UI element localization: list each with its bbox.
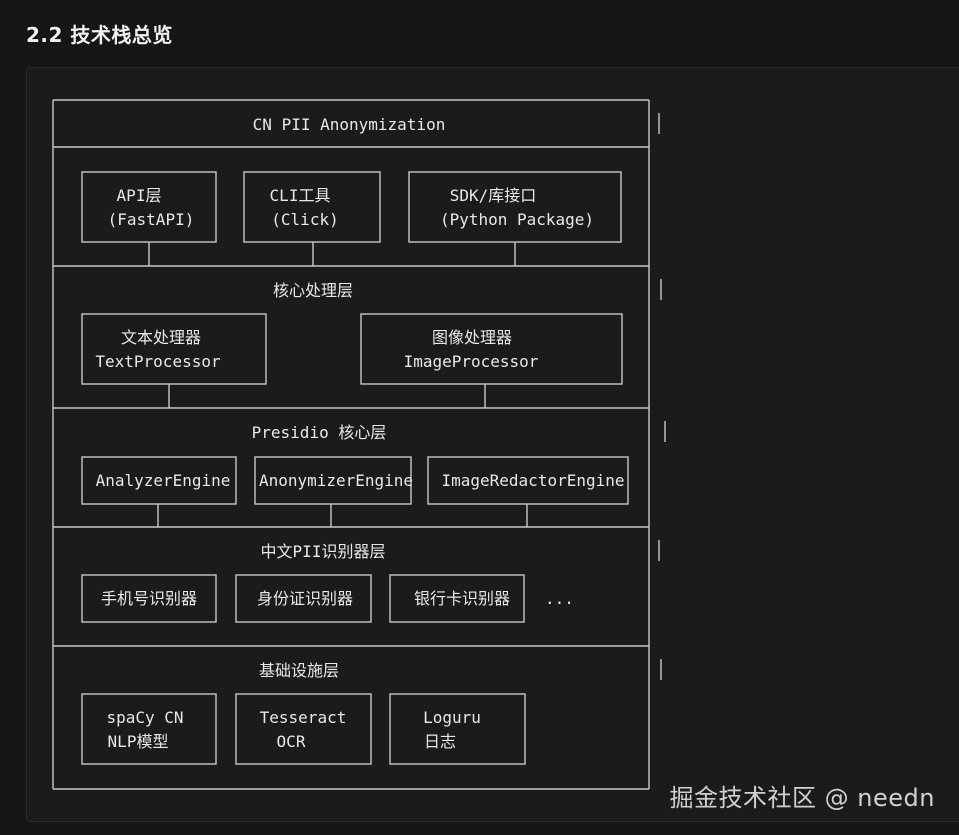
image-processor-label: 图像处理器 bbox=[432, 328, 512, 347]
box-image-redactor-engine: ImageRedactorEngine bbox=[427, 456, 629, 505]
image-redactor-engine-label: ImageRedactorEngine bbox=[441, 471, 624, 490]
box-image-processor: 图像处理器 ImageProcessor bbox=[360, 313, 623, 385]
spacy-label: spaCy CN bbox=[106, 708, 183, 727]
analyzer-engine-label: AnalyzerEngine bbox=[96, 471, 231, 490]
tesseract-label: Tesseract bbox=[260, 708, 347, 727]
sdk-label: SDK/库接口 bbox=[450, 186, 537, 205]
box-loguru: Loguru 日志 bbox=[389, 693, 526, 765]
tesseract-sub: OCR bbox=[277, 732, 306, 751]
box-phone-recognizer: 手机号识别器 bbox=[81, 574, 217, 623]
api-layer-sub: (FastAPI) bbox=[108, 210, 195, 229]
box-tesseract: Tesseract OCR bbox=[235, 693, 372, 765]
box-spacy: spaCy CN NLP模型 bbox=[81, 693, 217, 765]
section-heading: 2.2 技术栈总览 bbox=[26, 23, 173, 47]
box-id-recognizer: 身份证识别器 bbox=[235, 574, 372, 623]
text-processor-sub: TextProcessor bbox=[95, 352, 221, 371]
core-layer-title: 核心处理层 bbox=[273, 281, 353, 300]
infra-layer-title: 基础设施层 bbox=[259, 661, 339, 680]
loguru-label: Loguru bbox=[423, 708, 481, 727]
box-analyzer-engine: AnalyzerEngine bbox=[81, 456, 237, 505]
sdk-sub: (Python Package) bbox=[440, 210, 594, 229]
spacy-sub: NLP模型 bbox=[108, 732, 169, 751]
box-cli-tool: CLI工具 (Click) bbox=[243, 171, 381, 243]
watermark: 掘金技术社区 @ needn bbox=[669, 784, 935, 812]
api-layer-label: API层 bbox=[117, 186, 162, 205]
anonymizer-engine-label: AnonymizerEngine bbox=[259, 471, 413, 490]
box-sdk: SDK/库接口 (Python Package) bbox=[408, 171, 622, 243]
box-bank-card-recognizer: 银行卡识别器 bbox=[389, 574, 525, 623]
box-text-processor: 文本处理器 TextProcessor bbox=[81, 313, 267, 385]
id-recognizer-label: 身份证识别器 bbox=[257, 589, 353, 608]
more-recognizers-ellipsis: ... bbox=[545, 589, 574, 608]
recognizer-layer-title: 中文PII识别器层 bbox=[261, 542, 386, 561]
text-processor-label: 文本处理器 bbox=[121, 328, 201, 347]
code-block: CN PII Anonymization API层 (FastAPI) CLI工… bbox=[26, 67, 959, 822]
box-anonymizer-engine: AnonymizerEngine bbox=[254, 456, 413, 505]
cli-tool-sub: (Click) bbox=[271, 210, 338, 229]
architecture-diagram: CN PII Anonymization API层 (FastAPI) CLI工… bbox=[52, 99, 666, 790]
phone-recognizer-label: 手机号识别器 bbox=[101, 589, 197, 608]
outer-frame bbox=[52, 99, 666, 790]
cli-tool-label: CLI工具 bbox=[270, 186, 331, 205]
bank-card-recognizer-label: 银行卡识别器 bbox=[414, 589, 510, 608]
loguru-sub: 日志 bbox=[424, 732, 456, 751]
image-processor-sub: ImageProcessor bbox=[404, 352, 539, 371]
box-api-layer: API层 (FastAPI) bbox=[81, 171, 217, 243]
diagram-title: CN PII Anonymization bbox=[253, 115, 446, 134]
presidio-layer-title: Presidio 核心层 bbox=[252, 423, 387, 442]
